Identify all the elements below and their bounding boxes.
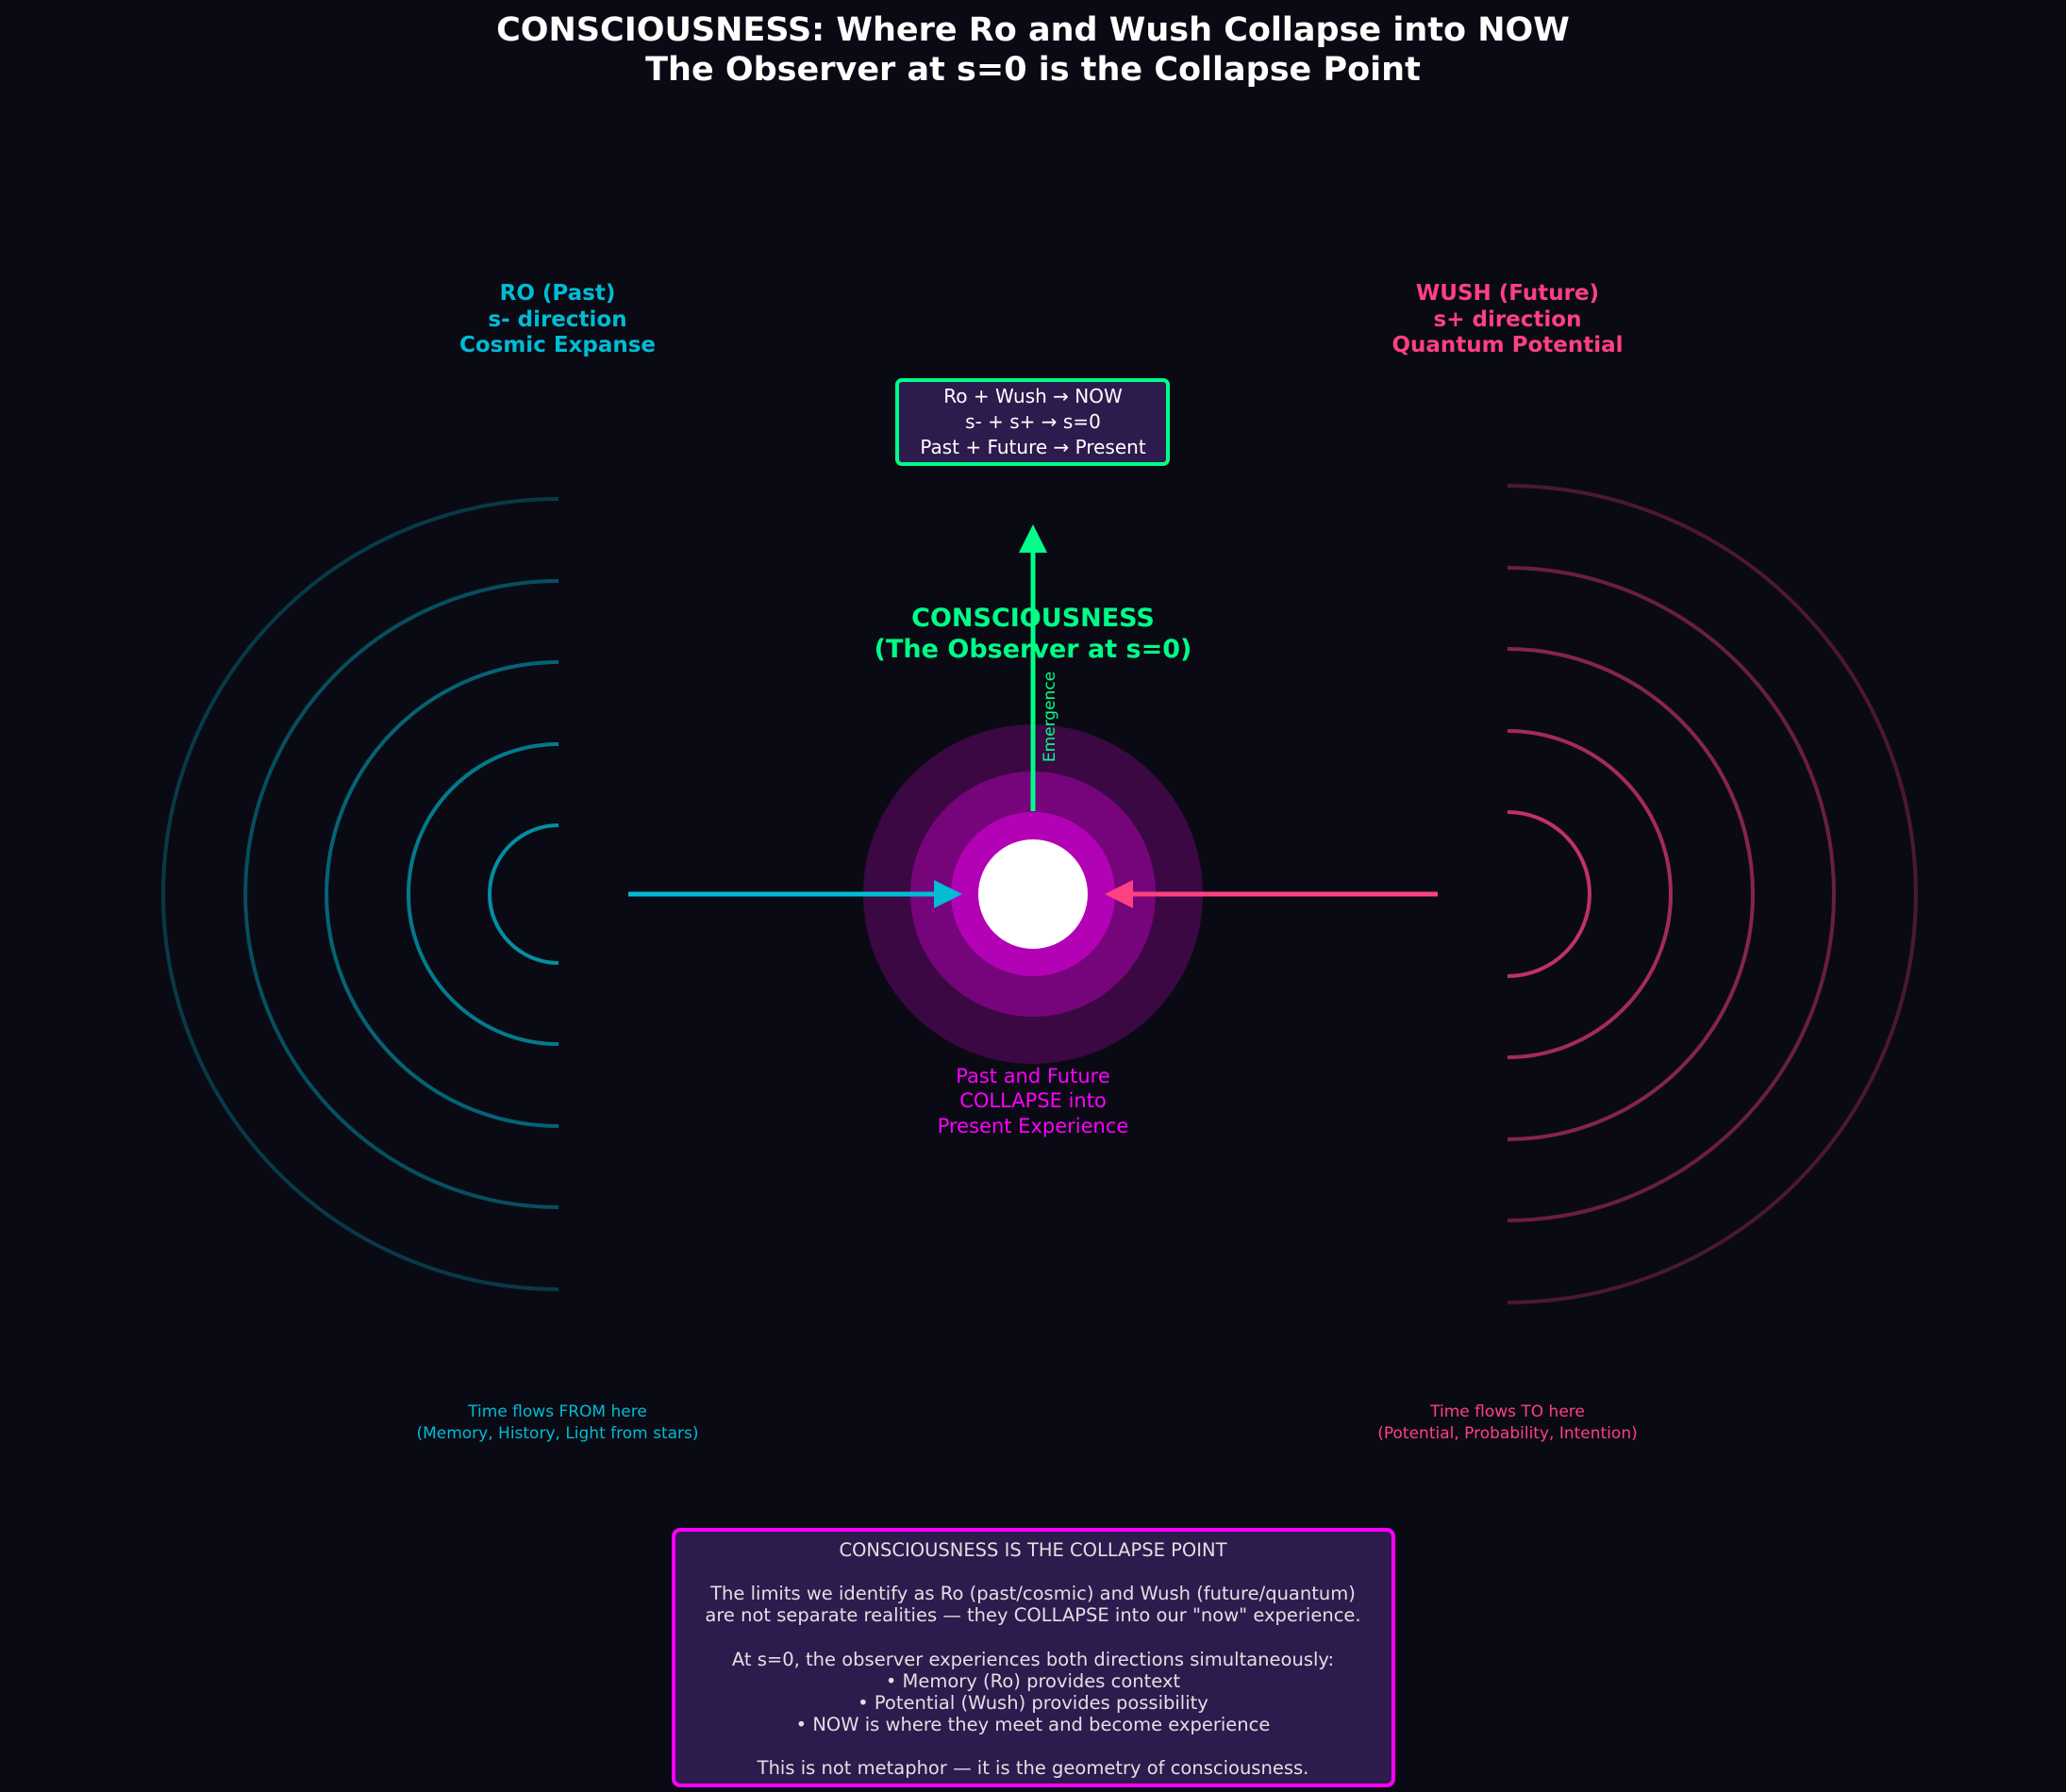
title-line-2: The Observer at s=0 is the Collapse Poin… <box>645 51 1421 89</box>
equation-box <box>895 378 1170 466</box>
title-line-1: CONSCIOUSNESS: Where Ro and Wush Collaps… <box>496 11 1570 49</box>
wush-arc <box>1507 484 1918 1304</box>
ro-arc <box>161 497 559 1291</box>
consciousness-label-2: (The Observer at s=0) <box>875 635 1192 664</box>
wush-label-2: s+ direction <box>1434 307 1582 332</box>
summary-bullet: • Memory (Ro) provides context <box>886 1670 1181 1692</box>
summary-line: are not separate realities — they COLLAP… <box>705 1604 1360 1626</box>
ro-label-3: Cosmic Expanse <box>459 333 656 357</box>
wush-label-3: Quantum Potential <box>1391 333 1623 357</box>
summary-heading: CONSCIOUSNESS IS THE COLLAPSE POINT <box>839 1539 1226 1561</box>
wush-label-1: WUSH (Future) <box>1416 281 1599 306</box>
equation-line-1: Ro + Wush → NOW <box>943 385 1123 407</box>
summary-bullet: • NOW is where they meet and become expe… <box>796 1714 1271 1735</box>
equation-line-2: s- + s+ → s=0 <box>965 410 1101 433</box>
ro-footer-1: Time flows FROM here <box>467 1402 647 1421</box>
ro-arc <box>488 823 559 965</box>
wush-footer-2: (Potential, Probability, Intention) <box>1377 1424 1637 1443</box>
wush-arc <box>1507 810 1591 978</box>
wush-arc <box>1507 647 1755 1141</box>
ro-arc <box>325 660 559 1128</box>
ro-footer-2: (Memory, History, Light from stars) <box>416 1424 698 1443</box>
collapse-label-1: Past and Future <box>956 1065 1110 1087</box>
consciousness-label-1: CONSCIOUSNESS <box>911 604 1155 633</box>
ro-arc <box>243 579 559 1209</box>
summary-line: The limits we identify as Ro (past/cosmi… <box>709 1583 1356 1604</box>
summary-box <box>672 1528 1395 1787</box>
wush-footer-1: Time flows TO here <box>1429 1402 1585 1421</box>
collapse-label-2: COLLAPSE into <box>959 1089 1107 1112</box>
wush-arc <box>1507 729 1673 1059</box>
wush-arcs <box>1507 484 1918 1304</box>
ro-arcs <box>161 497 559 1291</box>
equation-line-3: Past + Future → Present <box>920 436 1146 458</box>
summary-line: This is not metaphor — it is the geometr… <box>757 1757 1309 1779</box>
observer-point <box>978 839 1088 949</box>
ro-label-2: s- direction <box>488 307 626 332</box>
collapse-label-3: Present Experience <box>938 1115 1129 1137</box>
ro-arc <box>407 742 559 1046</box>
wush-arc <box>1507 566 1836 1222</box>
ro-label-1: RO (Past) <box>500 281 616 306</box>
emergence-label: Emergence <box>1041 672 1059 762</box>
summary-line: At s=0, the observer experiences both di… <box>732 1649 1334 1670</box>
summary-bullet: • Potential (Wush) provides possibility <box>858 1692 1208 1714</box>
